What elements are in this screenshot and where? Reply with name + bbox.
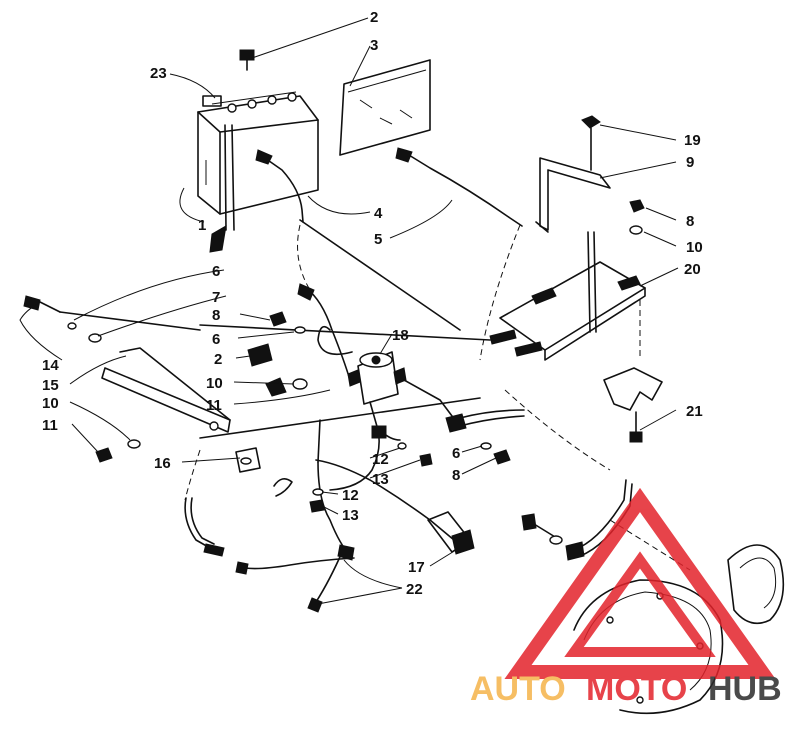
callout-8-nut-right: 8 — [686, 213, 694, 230]
battery-cables — [255, 147, 523, 331]
washers-left — [67, 322, 102, 343]
nut-washer-right — [629, 199, 645, 235]
callout-11-nut-lower: 11 — [42, 417, 58, 434]
relay-fuse — [427, 511, 475, 555]
callout-15-bracket-bar: 15 — [42, 377, 59, 394]
callout-22-harness: 22 — [406, 581, 423, 598]
callout-5-cable: 5 — [374, 231, 382, 248]
rubber-mount — [603, 367, 663, 443]
callout-7-washer-left: 7 — [212, 289, 220, 306]
small-fasteners-12-13 — [309, 442, 433, 513]
watermark-text-hub: HUB — [708, 670, 782, 708]
cable-loop — [297, 283, 353, 381]
long-rod — [23, 295, 491, 439]
wire-clip — [273, 478, 293, 497]
nut-washer-right-center — [480, 442, 511, 465]
callout-2-boot: 2 — [214, 351, 222, 368]
callout-13-nut-harness: 13 — [372, 471, 389, 488]
callout-8-nut-center: 8 — [212, 307, 220, 324]
callout-16-spacer: 16 — [154, 455, 171, 472]
callout-19-wing-bolt: 19 — [684, 132, 701, 149]
callout-8-nut-lower-right: 8 — [452, 467, 460, 484]
callout-6-washer-right: 6 — [452, 445, 460, 462]
spacer — [235, 447, 261, 473]
callout-17-relay: 17 — [408, 559, 425, 576]
callout-10-washer-center: 10 — [206, 375, 223, 392]
battery-bracket — [535, 115, 611, 233]
bracket-bar — [101, 347, 231, 433]
wire-harness — [235, 401, 461, 613]
callout-labels: 2 3 23 19 9 1 4 5 8 10 20 6 7 8 6 18 14 … — [42, 9, 703, 598]
automotohub-watermark: AUTO MOTO HUB — [470, 487, 782, 708]
watermark-text-auto: AUTO — [470, 670, 566, 708]
hold-down-strap — [209, 124, 235, 253]
terminal-boot — [247, 343, 273, 367]
callout-12-washer-lower: 12 — [342, 487, 359, 504]
nut-washer-lower-left — [95, 439, 141, 463]
ground-strap-lower-right — [521, 479, 633, 561]
starter-cable-right — [403, 379, 525, 433]
battery-shield-plate — [339, 59, 431, 156]
battery-tray — [489, 231, 646, 361]
callout-13-nut-lower: 13 — [342, 507, 359, 524]
dashed-routing-lines — [184, 224, 691, 571]
callout-6-washer-center: 6 — [212, 331, 220, 348]
callout-3-shield: 3 — [370, 37, 378, 54]
callout-12-washer-harness: 12 — [372, 451, 389, 468]
starter-solenoid — [347, 351, 407, 405]
callout-1-strap: 1 — [198, 217, 206, 234]
leader-lines — [19, 17, 679, 605]
callout-11-nut-center: 11 — [206, 397, 222, 414]
callout-23-battery: 23 — [150, 65, 167, 82]
callout-21-mount: 21 — [686, 403, 703, 420]
callout-20-tray: 20 — [684, 261, 701, 278]
callout-9-bracket: 9 — [686, 154, 694, 171]
callout-4-cable: 4 — [374, 205, 383, 222]
watermark-text-moto: MOTO — [586, 670, 687, 708]
callout-10-washer-lower: 10 — [42, 395, 59, 412]
battery — [197, 91, 319, 215]
watermark-triangle-logo — [504, 487, 776, 679]
callout-18-solenoid: 18 — [392, 327, 409, 344]
callout-10-washer-right: 10 — [686, 239, 703, 256]
callout-14-bolt: 14 — [42, 357, 59, 374]
battery-cap — [239, 49, 255, 71]
callout-6-washer-left: 6 — [212, 263, 220, 280]
ground-cable-lower — [184, 497, 225, 557]
callout-2-cap: 2 — [370, 9, 378, 26]
